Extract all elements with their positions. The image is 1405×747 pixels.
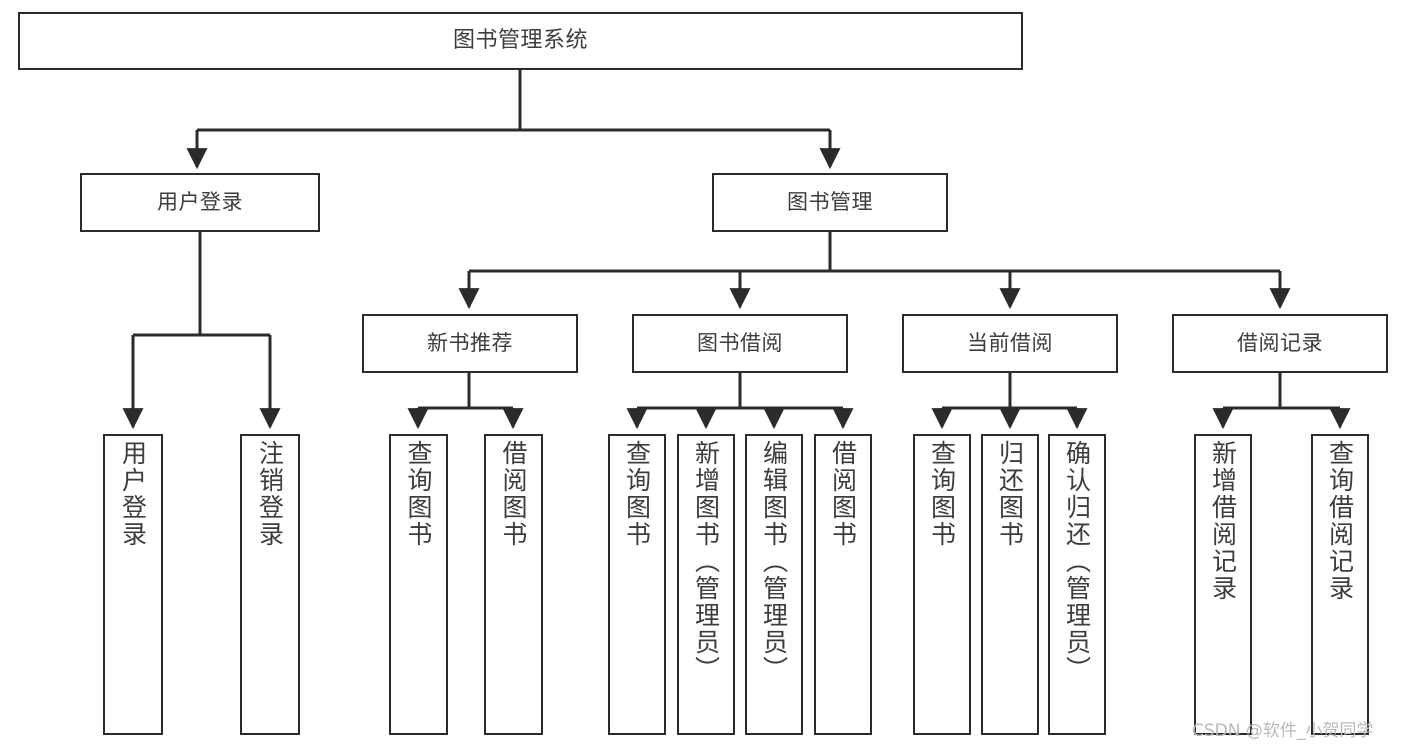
node-label: 用户登录 [157,189,243,214]
node-label: 新书推荐 [427,330,513,355]
node-leaf-user-login[interactable]: 用户登录 [103,434,163,735]
node-book-borrow[interactable]: 图书借阅 [632,314,848,373]
node-label: 图书管理系统 [452,27,588,53]
node-label: 查询图书 [404,440,433,548]
node-label: 归还图书 [995,440,1025,548]
node-leaf-query-book-2[interactable]: 查询图书 [608,434,666,735]
node-new-book-recommend[interactable]: 新书推荐 [362,314,578,373]
node-user-login[interactable]: 用户登录 [80,173,320,232]
node-label: 查询图书 [622,440,652,548]
node-leaf-logout-login[interactable]: 注销登录 [240,434,300,735]
node-label: 当前借阅 [967,330,1053,355]
node-label: 查询图书 [927,440,957,548]
node-borrow-record[interactable]: 借阅记录 [1172,314,1388,373]
node-leaf-query-record[interactable]: 查询借阅记录 [1311,434,1369,735]
node-label: 编辑图书（管理员） [759,440,789,683]
node-label: 注销登录 [255,440,285,548]
node-root-system[interactable]: 图书管理系统 [18,12,1023,70]
node-leaf-add-record[interactable]: 新增借阅记录 [1194,434,1252,735]
node-label: 图书管理 [787,189,873,214]
node-leaf-query-book-1[interactable]: 查询图书 [389,434,448,735]
node-label: 新增图书（管理员） [691,440,721,683]
node-current-borrow[interactable]: 当前借阅 [902,314,1118,373]
node-leaf-add-book[interactable]: 新增图书（管理员） [677,434,735,735]
node-leaf-query-book-3[interactable]: 查询图书 [913,434,971,735]
node-label: 新增借阅记录 [1208,440,1238,602]
node-leaf-borrow-book-1[interactable]: 借阅图书 [484,434,543,735]
node-label: 借阅记录 [1237,330,1323,355]
node-leaf-return-book[interactable]: 归还图书 [981,434,1039,735]
node-label: 确认归还（管理员） [1062,440,1092,683]
node-leaf-edit-book[interactable]: 编辑图书（管理员） [745,434,803,735]
csdn-watermark: CSDN @软件_小贺同学 [1192,721,1374,741]
node-label: 用户登录 [118,440,148,548]
node-label: 查询借阅记录 [1325,440,1355,602]
node-label: 借阅图书 [828,440,858,548]
node-leaf-borrow-book-2[interactable]: 借阅图书 [814,434,872,735]
node-label: 图书借阅 [697,330,783,355]
node-leaf-confirm-return[interactable]: 确认归还（管理员） [1048,434,1106,735]
node-book-manage[interactable]: 图书管理 [712,173,948,232]
node-label: 借阅图书 [499,440,528,548]
